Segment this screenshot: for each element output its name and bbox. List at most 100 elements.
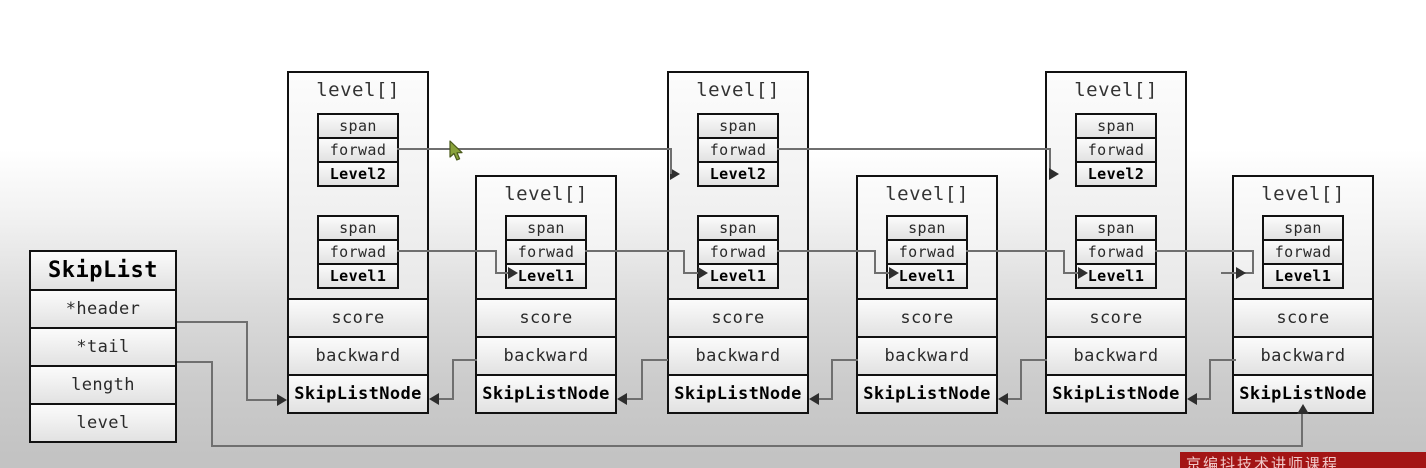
node-5-level2-box: span forwad Level2 <box>1075 113 1157 187</box>
node-1-level2-box: span forwad Level2 <box>317 113 399 187</box>
skiplist-field-level: level <box>29 403 177 443</box>
node-1-level1-name: Level1 <box>317 263 399 289</box>
node-2-backward: backward <box>475 336 617 376</box>
node-1-level1-span: span <box>317 215 399 241</box>
backward-node2-to-node1-v <box>452 359 454 400</box>
node-2-level1-span: span <box>505 215 587 241</box>
forward-l2-node3-to-node5 <box>777 148 1051 150</box>
node-3-name: SkipListNode <box>667 374 809 414</box>
forward-l1-node3-to-node4-h2 <box>874 272 892 274</box>
node-6-level1-forward: forwad <box>1262 239 1344 265</box>
node-3-backward: backward <box>667 336 809 376</box>
node-2-level-array-label: level[] <box>504 183 588 205</box>
forward-l1-node2-to-node3-v <box>683 250 685 274</box>
backward-node6-to-node5-h1 <box>1209 359 1236 361</box>
forward-l1-node3-to-node4-h1 <box>777 250 876 252</box>
node-5-level1-span: span <box>1075 215 1157 241</box>
node-3-level2-forward: forwad <box>697 137 779 163</box>
node-3-score: score <box>667 298 809 338</box>
backward-node5-to-node4-h1 <box>1020 359 1047 361</box>
node-4-level-array-label: level[] <box>885 183 969 205</box>
node-4-level1-forward: forwad <box>886 239 968 265</box>
node-5-score: score <box>1045 298 1187 338</box>
header-pointer-arrow <box>277 394 287 406</box>
node-5-level2-name: Level2 <box>1075 161 1157 187</box>
node-1-name: SkipListNode <box>287 374 429 414</box>
skiplist-node-3: level[] span forwad Level2 span forwad L… <box>667 71 809 414</box>
backward-node5-to-node4-h2 <box>1006 398 1022 400</box>
node-2-level1-box: span forwad Level1 <box>505 215 587 289</box>
node-1-score: score <box>287 298 429 338</box>
forward-l1-node4-to-node5-h1 <box>966 250 1065 252</box>
forward-l1-node2-to-node3-arrow <box>698 267 708 279</box>
node-6-level1-name: Level1 <box>1262 263 1344 289</box>
node-2-name: SkipListNode <box>475 374 617 414</box>
node-6-backward: backward <box>1232 336 1374 376</box>
backward-node6-to-node5-v <box>1209 359 1211 400</box>
node-1-level-array-label: level[] <box>316 79 400 101</box>
backward-node6-to-node5-arrow <box>1187 393 1197 405</box>
node-3-level1-name: Level1 <box>697 263 779 289</box>
forward-l1-node1-to-node2-h2 <box>495 272 516 274</box>
forward-l1-node5-to-node6-v <box>1252 250 1254 274</box>
backward-node4-to-node3-arrow <box>809 393 819 405</box>
node-5-level2-span: span <box>1075 113 1157 139</box>
skiplist-node-2: level[] span forwad Level1 score backwar… <box>475 175 617 414</box>
skiplist-node-5: level[] span forwad Level2 span forwad L… <box>1045 71 1187 414</box>
bottom-red-banner: 京编抖技术讲师课程 <box>1180 452 1426 468</box>
node-2-level1-name: Level1 <box>505 263 587 289</box>
banner-text: 京编抖技术讲师课程 <box>1186 455 1340 468</box>
node-1-level2-name: Level2 <box>317 161 399 187</box>
forward-l1-node4-to-node5-h2 <box>1063 272 1081 274</box>
skiplist-node-6: level[] span forwad Level1 score backwar… <box>1232 175 1374 414</box>
backward-node3-to-node2-arrow <box>617 393 627 405</box>
node-5-name: SkipListNode <box>1045 374 1187 414</box>
node-1-level1-box: span forwad Level1 <box>317 215 399 289</box>
forward-l2-node3-to-node5-drop <box>1049 148 1051 174</box>
tail-pointer-seg-v1 <box>211 361 213 447</box>
backward-node3-to-node2-h2 <box>625 398 643 400</box>
header-pointer-seg-h2 <box>246 399 279 401</box>
node-5-level1-name: Level1 <box>1075 263 1157 289</box>
skiplist-struct: SkipList *header *tail length level <box>29 250 177 443</box>
skiplist-field-header: *header <box>29 289 177 329</box>
forward-l1-node5-to-node6-h1 <box>1155 250 1254 252</box>
forward-l1-node5-to-node6-arrow <box>1236 267 1246 279</box>
backward-node6-to-node5-h2 <box>1195 398 1211 400</box>
backward-node2-to-node1-h1 <box>452 359 477 361</box>
node-4-backward: backward <box>856 336 998 376</box>
node-3-level2-span: span <box>697 113 779 139</box>
node-6-level1-span: span <box>1262 215 1344 241</box>
forward-l1-node1-to-node2-h1 <box>397 250 497 252</box>
backward-node2-to-node1-arrow <box>429 393 439 405</box>
node-3-level1-forward: forwad <box>697 239 779 265</box>
node-3-level1-box: span forwad Level1 <box>697 215 779 289</box>
backward-node4-to-node3-h2 <box>817 398 833 400</box>
forward-l1-node3-to-node4-v <box>874 250 876 274</box>
node-5-backward: backward <box>1045 336 1187 376</box>
node-6-name: SkipListNode <box>1232 374 1374 414</box>
forward-l2-node1-to-node3 <box>397 148 672 150</box>
header-pointer-seg-h1 <box>177 321 248 323</box>
forward-l2-node3-to-node5-arrow <box>1049 168 1059 180</box>
forward-l2-node1-to-node3-arrow <box>670 168 680 180</box>
backward-node3-to-node2-v <box>641 359 643 400</box>
forward-l1-node2-to-node3-h2 <box>683 272 700 274</box>
backward-node2-to-node1-h2 <box>437 398 454 400</box>
node-5-level-array-label: level[] <box>1074 79 1158 101</box>
forward-l1-node3-to-node4-arrow <box>889 267 899 279</box>
node-3-level1-span: span <box>697 215 779 241</box>
skiplist-struct-title: SkipList <box>29 250 177 291</box>
node-6-level-array-label: level[] <box>1261 183 1345 205</box>
node-6-level1-box: span forwad Level1 <box>1262 215 1344 289</box>
backward-node5-to-node4-v <box>1020 359 1022 400</box>
node-4-level1-box: span forwad Level1 <box>886 215 968 289</box>
skiplist-node-4: level[] span forwad Level1 score backwar… <box>856 175 998 414</box>
tail-pointer-seg-v2 <box>1301 412 1303 447</box>
node-2-score: score <box>475 298 617 338</box>
node-1-level2-span: span <box>317 113 399 139</box>
node-4-level1-name: Level1 <box>886 263 968 289</box>
forward-l1-node4-to-node5-v <box>1063 250 1065 274</box>
node-1-level1-forward: forwad <box>317 239 399 265</box>
skiplist-field-length: length <box>29 365 177 405</box>
